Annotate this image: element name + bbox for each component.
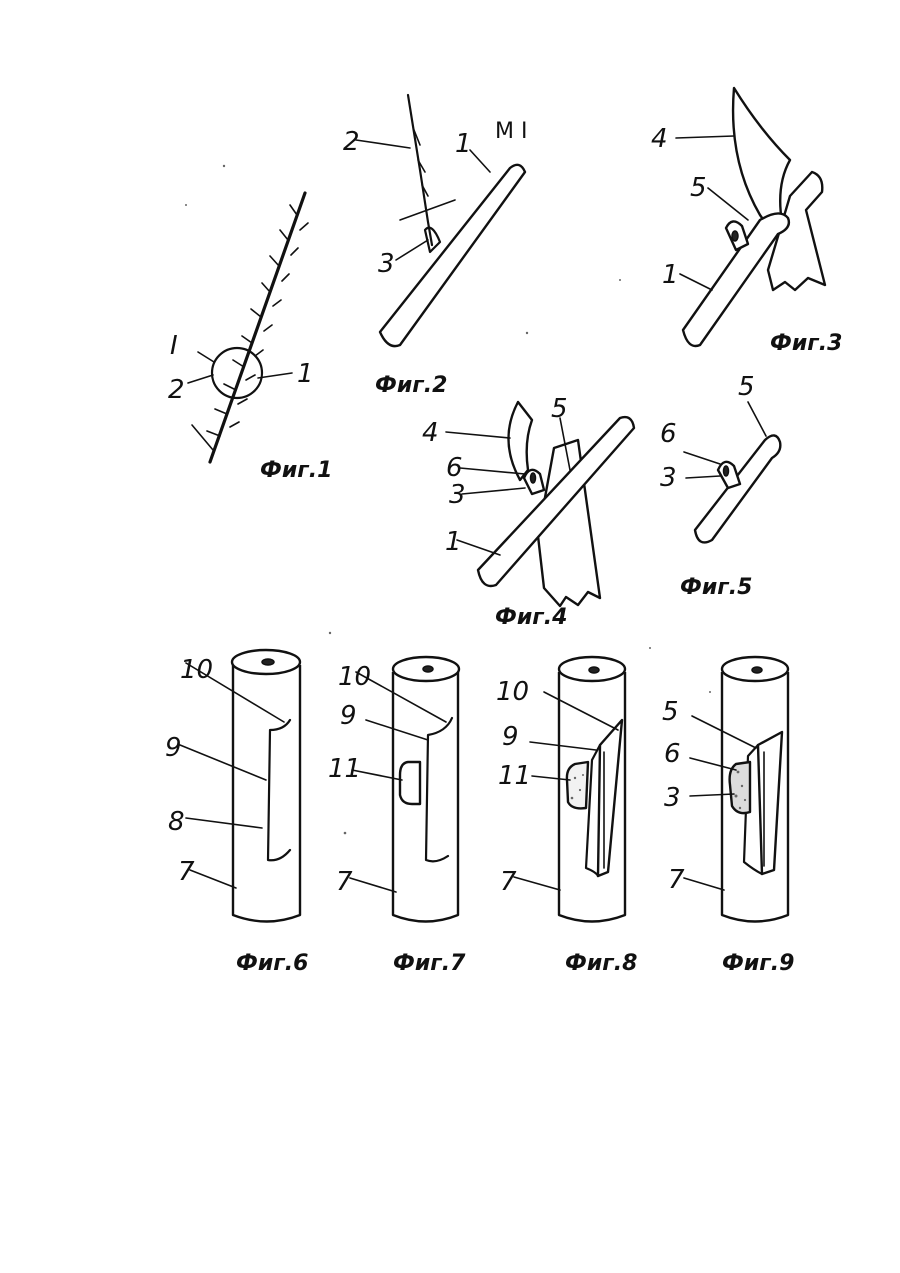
fig6-label-stock: 7 [178,857,195,887]
fig2-bud-stem [408,95,432,245]
figure-1: I 2 1 Фиг.1 [168,193,332,483]
fig8-flap [567,762,588,808]
fig1-label-detail: I [170,331,178,361]
fig4-label-knife: 4 [422,418,439,448]
fig9-label-shield: 3 [664,783,681,813]
fig7-label-top: 10 [338,662,371,692]
fig9-label-cut: 5 [662,697,679,727]
fig5-scion [695,435,780,542]
fig4-label-cut: 5 [551,394,568,424]
fig9-label-bark: 6 [664,739,681,769]
fig4-knife [508,402,532,480]
figure-3: 4 5 1 Фиг.3 [651,88,842,356]
fig7-label-edge: 9 [340,701,357,731]
fig2-label-shield: 3 [378,249,395,279]
fig1-label-bud: 2 [168,375,185,405]
fig2-title: М I [495,119,527,144]
fig9-label-stock: 7 [668,865,685,895]
fig8-caption: Фиг.8 [565,951,637,976]
fig4-caption: Фиг.4 [495,605,567,630]
fig7-flap [400,762,420,804]
fig7-label-flap: 11 [328,754,361,784]
fig6-label-top: 10 [180,655,213,685]
fig1-detail-circle [212,348,262,398]
fig7-caption: Фиг.7 [393,951,466,976]
fig2-label-bud: 2 [343,127,360,157]
figure-2: М I 2 1 3 Фиг.2 [343,95,527,398]
fig5-label-shield: 3 [660,463,677,493]
fig2-branch [380,165,525,346]
fig1-buds [192,205,308,450]
fig8-label-edge: 9 [502,722,519,752]
fig1-main-stem [210,193,305,462]
figure-8: 10 9 11 7 Фиг.8 [496,657,637,976]
fig5-label-bark: 6 [660,419,677,449]
fig4-label-shield: 3 [449,480,466,510]
fig3-label-cut: 5 [690,173,707,203]
figure-4: 4 5 6 3 1 Фиг.4 [422,394,634,630]
fig5-label-cut: 5 [738,372,755,402]
fig1-caption: Фиг.1 [260,458,332,483]
figure-9: 5 6 3 7 Фиг.9 [662,657,794,976]
fig7-label-stock: 7 [336,867,353,897]
fig5-caption: Фиг.5 [680,575,752,600]
fig4-label-branch: 1 [445,527,462,557]
fig3-label-knife: 4 [651,124,668,154]
fig8-label-flap: 11 [498,761,531,791]
fig3-label-branch: 1 [662,260,679,290]
fig6-label-slit: 8 [168,807,185,837]
fig6-stock [233,665,300,922]
fig1-label-branch: 1 [297,359,314,389]
fig3-caption: Фиг.3 [770,331,842,356]
fig6-caption: Фиг.6 [236,951,308,976]
figure-6: 10 9 8 7 Фиг.6 [165,650,308,976]
fig2-caption: Фиг.2 [375,373,447,398]
fig6-label-edge: 9 [165,733,182,763]
fig9-caption: Фиг.9 [722,951,794,976]
figure-7: 10 9 11 7 Фиг.7 [328,657,466,976]
fig3-knife [733,88,790,232]
fig8-label-top: 10 [496,677,529,707]
fig2-label-branch: 1 [455,129,472,159]
fig8-label-stock: 7 [500,867,517,897]
figure-5: 5 6 3 Фиг.5 [660,372,780,600]
fig4-label-bark: 6 [446,453,463,483]
